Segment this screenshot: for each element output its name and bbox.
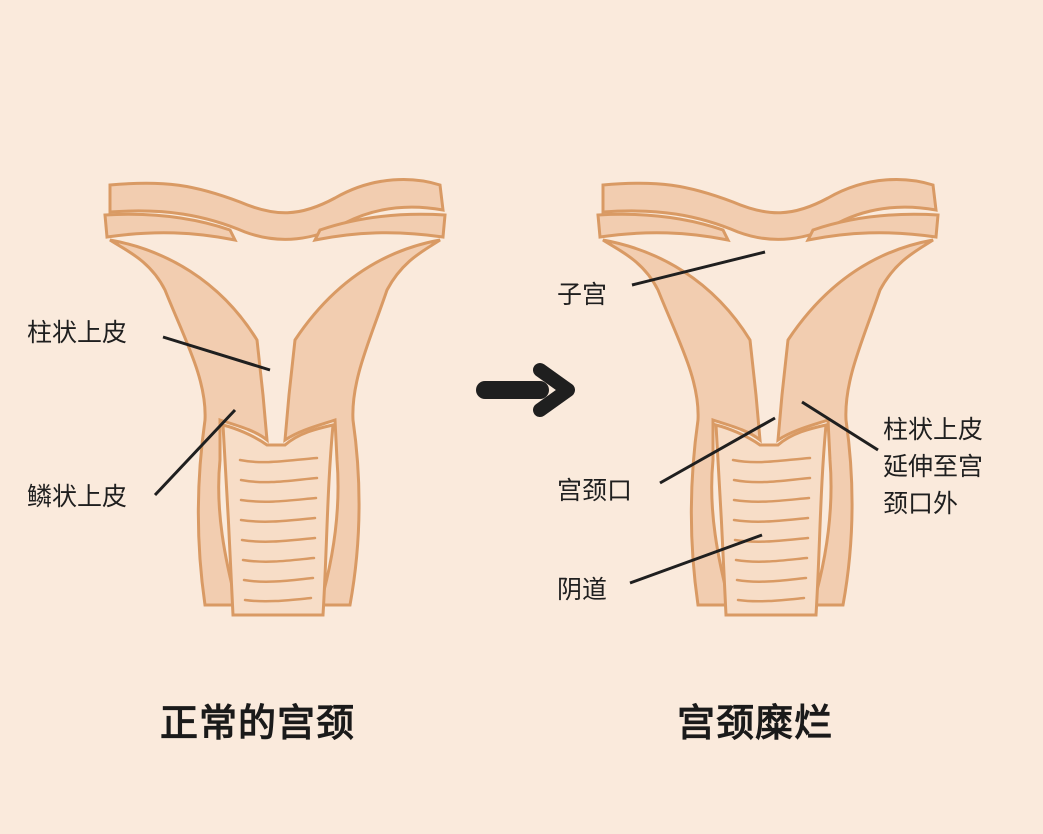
label-columnar-epithelium: 柱状上皮 xyxy=(27,316,127,349)
label-ectropion-line1: 柱状上皮 xyxy=(883,413,983,446)
label-ectropion-line2: 延伸至宫 xyxy=(883,450,983,483)
caption-cervical-erosion: 宫颈糜烂 xyxy=(677,692,833,747)
label-uterus: 子宫 xyxy=(557,278,607,311)
label-vagina: 阴道 xyxy=(557,573,607,606)
caption-normal-cervix: 正常的宫颈 xyxy=(160,692,355,747)
label-squamous-epithelium: 鳞状上皮 xyxy=(27,480,127,513)
label-ectropion-line3: 颈口外 xyxy=(883,487,958,520)
pointer-squamous xyxy=(155,410,235,495)
label-cervical-os: 宫颈口 xyxy=(557,474,632,507)
